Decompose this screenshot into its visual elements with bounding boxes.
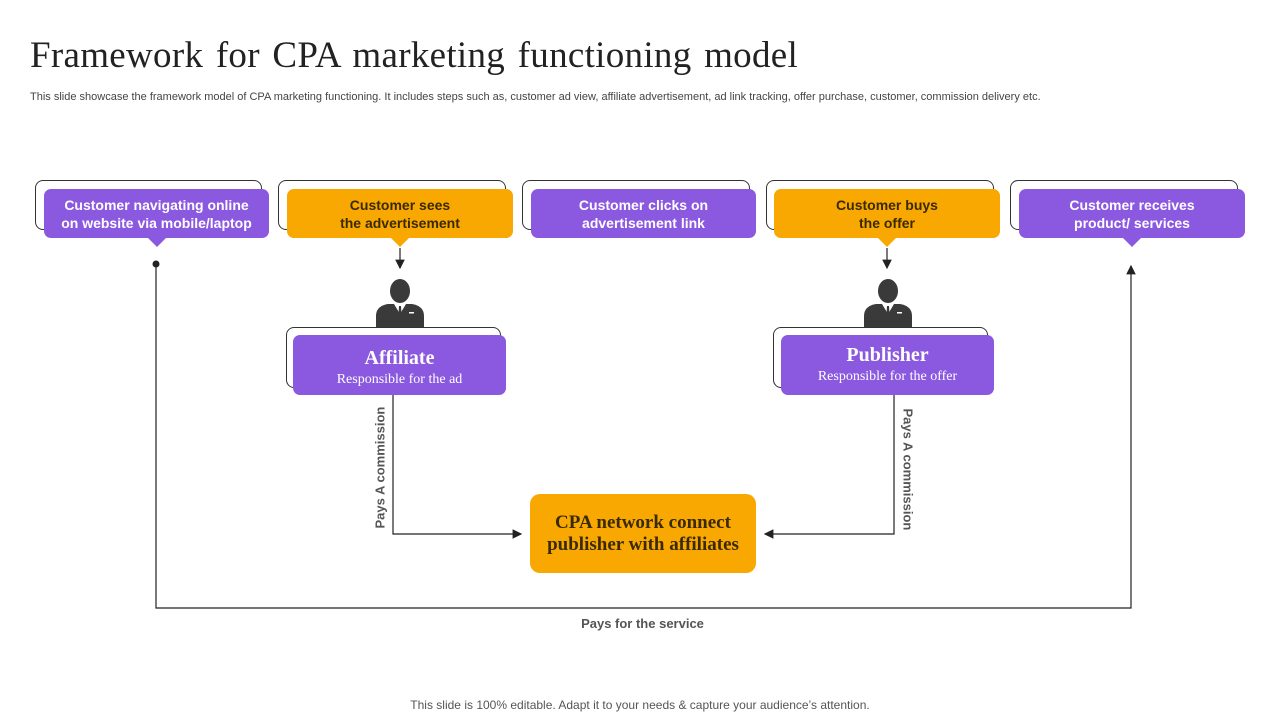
affiliate-person-icon [376, 279, 424, 328]
step-4-line1: Customer buys [836, 196, 938, 213]
step-5-line2: product/ services [1074, 214, 1190, 231]
publisher-person-icon [864, 279, 912, 328]
step-2-line1: Customer sees [349, 196, 451, 213]
arrow-affiliate-to-cpa [392, 395, 523, 539]
step-3-line1: Customer clicks on [578, 196, 709, 213]
slide-title: Framework for CPA marketing functioning … [30, 35, 799, 76]
step-2-line2: the advertisement [340, 214, 460, 231]
affiliate-title: Affiliate [364, 347, 435, 369]
step-1-line2: on website via mobile/laptop [61, 214, 252, 231]
service-label: Pays for the service [581, 616, 704, 631]
cpa-line2: publisher with affiliates [547, 533, 739, 555]
cpa-line1: CPA network connect [555, 511, 731, 533]
footer-note: This slide is 100% editable. Adapt it to… [410, 698, 870, 712]
step-1-line1: Customer navigating online [64, 196, 249, 213]
arrow-publisher-to-cpa [763, 395, 895, 539]
step-4-line2: the offer [858, 214, 915, 231]
slide-subtitle: This slide showcase the framework model … [30, 91, 1041, 103]
affiliate-description: Responsible for the ad [336, 372, 463, 387]
left-commission-label: Pays A commission [372, 406, 388, 529]
publisher-description: Responsible for the offer [817, 369, 958, 384]
right-commission-label: Pays A commission [900, 408, 916, 531]
publisher-title: Publisher [846, 344, 929, 366]
step-5-line1: Customer receives [1069, 196, 1195, 213]
step-3-line2: advertisement link [582, 214, 705, 231]
arrow-service-loop [155, 264, 1136, 609]
